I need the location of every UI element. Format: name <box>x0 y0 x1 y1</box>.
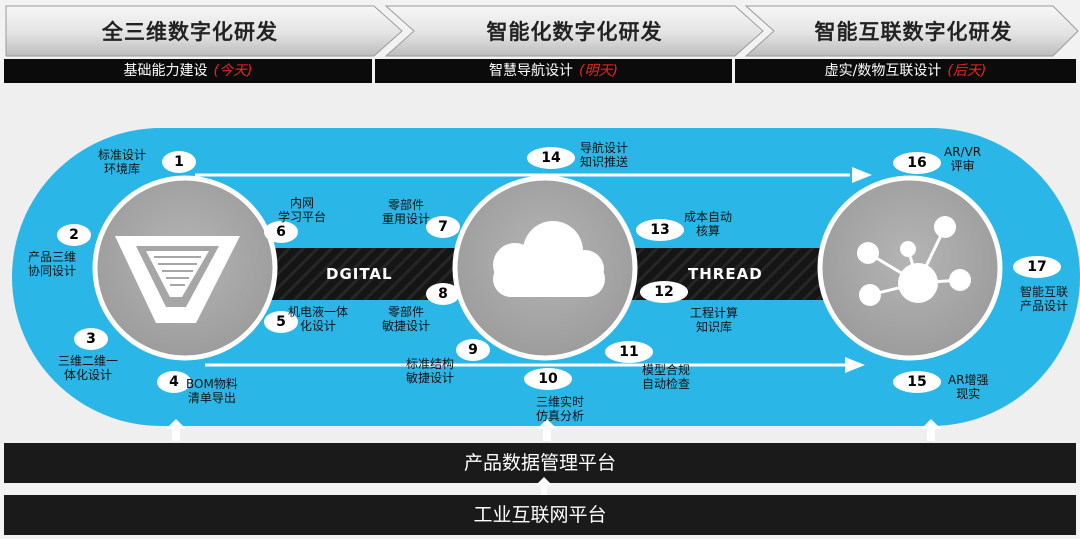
item-number-14: 14 <box>527 147 575 169</box>
item-label-4: BOM物料 清单导出 <box>186 377 238 405</box>
stage-sub-3: 虚实/数物互联设计 (后天) <box>735 59 1076 83</box>
item-label-17: 智能互联 产品设计 <box>1020 285 1069 313</box>
cloud-icon <box>493 221 605 297</box>
item-number-7: 7 <box>426 216 460 238</box>
item-number-10: 10 <box>524 368 572 390</box>
item-number-1: 1 <box>162 151 196 173</box>
item-label-5: 机电液一体 化设计 <box>288 305 349 333</box>
stage-sub-1: 基础能力建设 (今天) <box>4 59 372 83</box>
item-label-11: 模型合规 自动检查 <box>642 363 691 391</box>
item-number-13: 13 <box>636 219 684 241</box>
stage-title-1: 全三维数字化研发 <box>102 20 278 44</box>
thread-label-thread: THREAD <box>688 265 763 283</box>
item-label-8: 零部件 敏捷设计 <box>382 305 431 333</box>
item-number-8: 8 <box>426 283 460 305</box>
item-label-9: 标准结构 敏捷设计 <box>406 357 455 385</box>
stage-sub-time: (今天) <box>213 63 253 79</box>
item-label-13: 成本自动 核算 <box>684 210 733 238</box>
item-label-2: 产品三维 协同设计 <box>28 250 77 278</box>
item-label-16: AR/VR 评审 <box>944 145 982 173</box>
up-arrow-icon <box>541 483 547 497</box>
item-number-16: 16 <box>893 152 941 174</box>
item-label-6: 内网 学习平台 <box>278 196 327 224</box>
stage-sub-time: (后天) <box>947 63 987 79</box>
item-number-17: 17 <box>1013 256 1061 278</box>
stage-sub-label: 智慧导航设计 <box>489 63 574 79</box>
item-number-9: 9 <box>456 339 490 361</box>
item-label-14: 导航设计 知识推送 <box>580 141 629 169</box>
up-arrow-icon <box>166 419 941 441</box>
header-chevrons <box>5 5 1079 57</box>
stage-sub-time: (明天) <box>579 63 618 79</box>
stage-sub-2: 智慧导航设计 (明天) <box>375 59 732 83</box>
item-number-12: 12 <box>640 281 688 303</box>
item-number-4: 4 <box>157 371 191 393</box>
stage-title-3: 智能互联数字化研发 <box>814 20 1013 44</box>
item-number-6: 6 <box>264 221 298 243</box>
platform-iiot: 工业互联网平台 <box>4 495 1076 535</box>
item-label-10: 三维实时 仿真分析 <box>536 395 585 423</box>
v-logo-icon <box>115 236 240 323</box>
stage-sub-label: 虚实/数物互联设计 <box>824 63 942 79</box>
platform-pdm: 产品数据管理平台 <box>4 443 1076 483</box>
network-hub-icon <box>857 216 971 306</box>
item-number-3: 3 <box>74 328 108 350</box>
thread-label-digital: DGITAL <box>326 265 393 283</box>
item-label-15: AR增强 现实 <box>948 373 989 401</box>
item-number-5: 5 <box>264 311 298 333</box>
item-label-12: 工程计算 知识库 <box>690 306 739 334</box>
stage-title-2: 智能化数字化研发 <box>486 20 663 44</box>
item-label-3: 三维二维一 体化设计 <box>58 354 119 382</box>
item-number-11: 11 <box>605 341 653 363</box>
item-label-1: 标准设计 环境库 <box>98 148 147 176</box>
up-arrow-head-icon <box>535 477 553 486</box>
stage-sub-label: 基础能力建设 <box>123 63 208 79</box>
item-label-7: 零部件 重用设计 <box>382 198 431 226</box>
item-number-15: 15 <box>893 371 941 393</box>
item-number-2: 2 <box>57 224 91 246</box>
